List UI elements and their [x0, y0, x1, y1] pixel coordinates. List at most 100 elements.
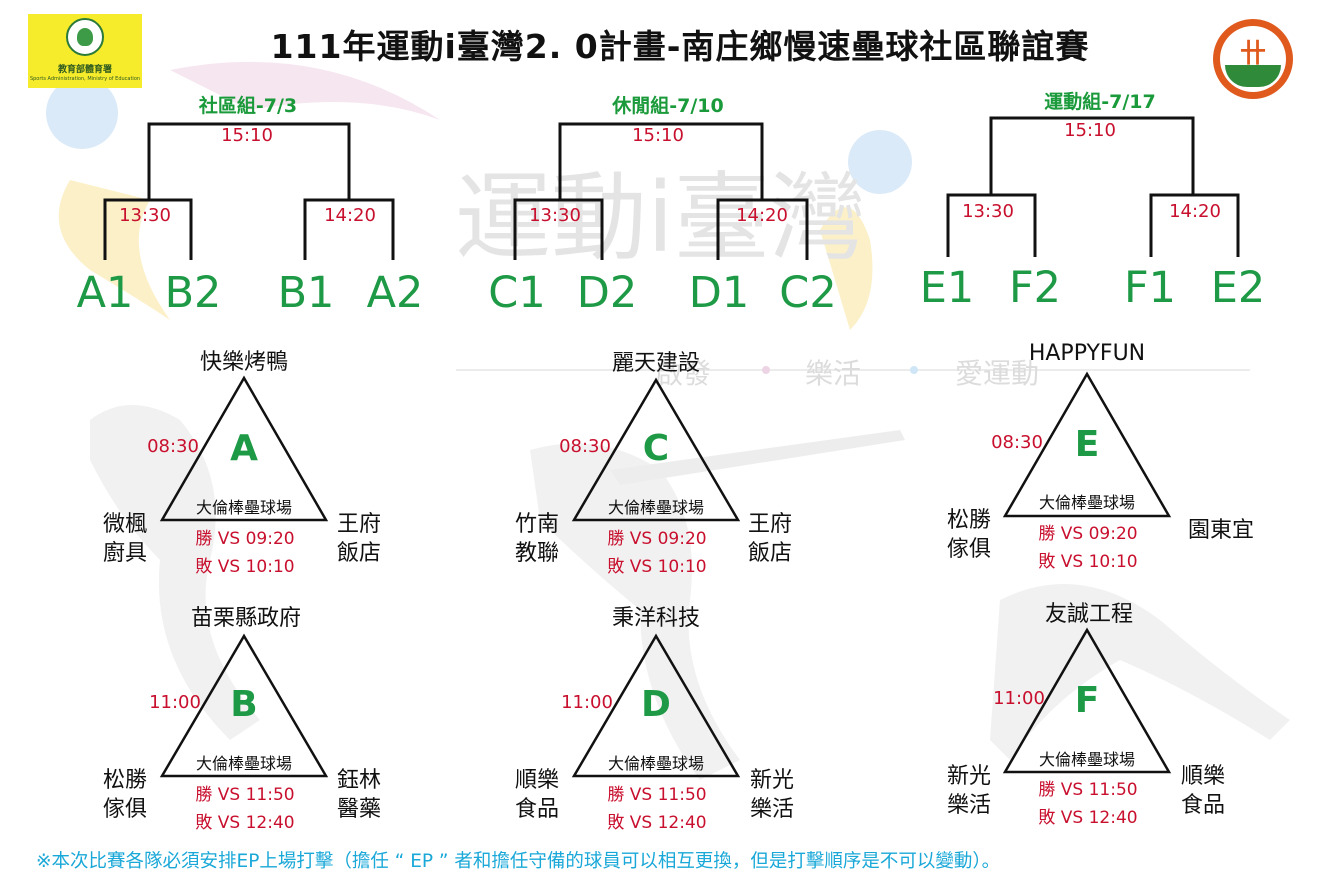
- bracket-3-final-line: [989, 116, 1195, 195]
- pool-d-top-team: 秉洋科技: [611, 606, 700, 631]
- pool-b-time: 11:00: [149, 692, 201, 713]
- bracket-1-semi-left-time: 13:30: [119, 205, 171, 226]
- pool-a-lose-match: 敗 VS 10:10: [195, 557, 295, 577]
- pool-e-left-team: 松勝傢俱: [946, 508, 991, 562]
- bracket-1-semi-right-time: 14:20: [324, 205, 376, 226]
- pool-c-left-team: 竹南教聯: [514, 512, 559, 566]
- bracket-1-semi-right-line: [303, 198, 395, 260]
- ministry-logo-name: 教育部體育署: [57, 65, 112, 75]
- bracket-2-seed-1: C1: [488, 268, 546, 318]
- bracket-1-semi-left-line: [103, 198, 193, 260]
- player-silhouette-right: [990, 584, 1290, 760]
- player-silhouette-center: [530, 443, 740, 780]
- bracket-3-seed-3: F1: [1123, 263, 1177, 313]
- pool-b-left-team: 松勝傢俱: [102, 768, 147, 822]
- pool-b-top-team: 苗栗縣政府: [190, 606, 301, 631]
- bracket-2-final-line: [558, 122, 764, 200]
- bracket-2-title: 休閒組-7/10: [612, 95, 724, 117]
- pool-d-time: 11:00: [561, 692, 613, 713]
- pool-f-top-team: 友誠工程: [1044, 602, 1133, 627]
- slogan-dot-pink: [762, 366, 770, 374]
- pool-c-win-match: 勝 VS 09:20: [607, 529, 707, 549]
- pool-e-time: 08:30: [991, 432, 1043, 453]
- bracket-3-semi-right-line: [1149, 193, 1240, 257]
- pool-e-triangle: [1002, 371, 1172, 518]
- pool-e-venue: 大倫棒壘球場: [1038, 493, 1135, 512]
- pool-e-right-team: 園東宜: [1187, 518, 1254, 543]
- bracket-3-semi-right-time: 14:20: [1169, 201, 1221, 222]
- pool-a-win-match: 勝 VS 09:20: [195, 529, 295, 549]
- pool-f-win-match: 勝 VS 11:50: [1038, 780, 1138, 800]
- pool-b-triangle: [159, 633, 329, 778]
- bracket-1-seed-4: A2: [366, 268, 424, 318]
- pink-swoosh-decoration: [170, 61, 440, 120]
- pool-d-triangle: [571, 633, 741, 778]
- pool-c-time: 08:30: [559, 436, 611, 457]
- pool-e-letter: E: [1074, 424, 1100, 465]
- pool-b-win-match: 勝 VS 11:50: [195, 785, 295, 805]
- watermark-slogan-3: 愛運動: [955, 357, 1040, 390]
- pool-c-right-team: 王府飯店: [747, 512, 792, 566]
- pool-a-letter: A: [230, 428, 258, 469]
- ministry-logo: 教育部體育署 Sports Administration, Ministry o…: [28, 14, 142, 88]
- bracket-2-seed-4: C2: [779, 268, 837, 318]
- blue-dot-decoration: [46, 77, 118, 149]
- pool-a-venue: 大倫棒壘球場: [195, 498, 292, 517]
- bracket-3-seed-1: E1: [919, 263, 975, 313]
- bat-silhouette: [610, 430, 905, 485]
- bracket-3-seed-4: E2: [1210, 263, 1266, 313]
- pool-e-lose-match: 敗 VS 10:10: [1038, 552, 1138, 572]
- pool-f-left-team: 新光樂活: [946, 764, 991, 818]
- pool-f-letter: F: [1074, 680, 1100, 721]
- watermark-text: 運動i臺灣: [455, 162, 866, 274]
- pool-f-time: 11:00: [993, 688, 1045, 709]
- pool-b-lose-match: 敗 VS 12:40: [195, 813, 295, 833]
- player-silhouette-left: [90, 405, 260, 740]
- bracket-1-final-line: [147, 122, 351, 200]
- bracket-1-seed-2: B2: [164, 268, 222, 318]
- pool-f-triangle: [1002, 627, 1172, 774]
- bracket-1-seed-3: B1: [277, 268, 335, 318]
- pool-a-top-team: 快樂烤鴨: [199, 350, 288, 375]
- pool-a-right-team: 王府飯店: [336, 512, 381, 566]
- bracket-2-semi-right-line: [716, 198, 809, 260]
- pool-d-right-team: 新光樂活: [749, 768, 794, 822]
- ministry-seal-icon: [66, 18, 104, 56]
- footer-note: ※本次比賽各隊必須安排EP上場打擊（擔任 “ EP ” 者和擔任守備的球員可以相…: [36, 851, 1001, 872]
- bracket-2-semi-left-time: 13:30: [529, 205, 581, 226]
- pool-e-top-team: HAPPYFUN: [1028, 341, 1146, 366]
- yellow-i-decoration: [820, 207, 873, 330]
- bracket-2-seed-3: D1: [688, 268, 750, 318]
- bracket-2-semi-right-time: 14:20: [736, 205, 788, 226]
- pool-c-lose-match: 敗 VS 10:10: [607, 557, 707, 577]
- bracket-3-semi-left-time: 13:30: [962, 201, 1014, 222]
- bracket-2-semi-left-line: [513, 198, 604, 260]
- pool-c-top-team: 麗天建設: [611, 351, 700, 376]
- bracket-3-semi-left-line: [946, 193, 1037, 257]
- pool-b-letter: B: [230, 684, 258, 725]
- watermark-slogan-2: 樂活: [805, 357, 862, 390]
- bracket-1-title: 社區組-7/3: [198, 95, 298, 117]
- bracket-1-seed-1: A1: [76, 268, 134, 318]
- pool-d-left-team: 順樂食品: [514, 768, 559, 822]
- pool-f-right-team: 順樂食品: [1180, 764, 1225, 818]
- ministry-logo-english: Sports Administration, Ministry of Educa…: [29, 76, 141, 82]
- bracket-3-seed-2: F2: [1008, 263, 1062, 313]
- slogan-dot-blue: [910, 366, 918, 374]
- pool-f-lose-match: 敗 VS 12:40: [1038, 808, 1138, 828]
- pool-b-right-team: 鈺林醫藥: [336, 768, 381, 822]
- pool-b-venue: 大倫棒壘球場: [195, 754, 292, 773]
- yellow-swoosh-decoration: [58, 180, 170, 320]
- pool-d-lose-match: 敗 VS 12:40: [607, 813, 707, 833]
- bracket-2-final-time: 15:10: [632, 125, 684, 146]
- watermark-slogan-1: 啟發: [655, 357, 712, 390]
- blue-dot-decoration-2: [848, 130, 912, 194]
- pool-a-triangle: [159, 375, 329, 522]
- pool-d-win-match: 勝 VS 11:50: [607, 785, 707, 805]
- bracket-3-final-time: 15:10: [1064, 120, 1116, 141]
- pool-a-time: 08:30: [147, 436, 199, 457]
